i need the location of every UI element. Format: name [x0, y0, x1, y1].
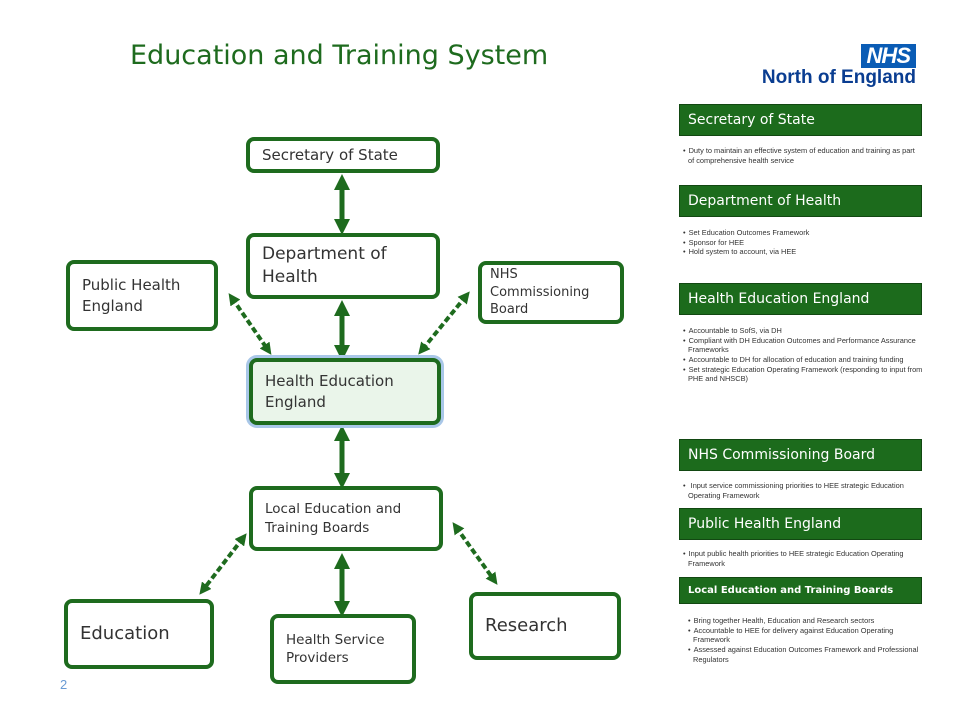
list-item: Set Education Outcomes Framework	[683, 228, 923, 238]
list-item: Accountable to SofS, via DH	[683, 326, 923, 336]
nhs-region: North of England	[761, 67, 916, 88]
page-number: 2	[60, 677, 68, 692]
node-public-health-england: Public Health England	[66, 260, 218, 331]
node-local-education-training-boards: Local Education and Training Boards	[249, 486, 443, 551]
list-item: Input service commissioning priorities t…	[683, 481, 923, 500]
node-label: Department of Health	[262, 244, 387, 287]
node-research: Research	[469, 592, 621, 660]
list-item: Bring together Health, Education and Res…	[688, 616, 926, 626]
arrow-nhscb-hee	[418, 291, 470, 355]
node-label: Public Health England	[82, 276, 181, 315]
arrow-letb-education	[199, 533, 247, 595]
list-item: Hold system to account, via HEE	[683, 247, 923, 257]
panel-header-public-health-england: Public Health England	[679, 508, 922, 540]
node-secretary-of-state: Secretary of State	[246, 137, 440, 173]
panel-list-health-education-england: Accountable to SofS, via DH Compliant wi…	[683, 326, 923, 384]
nhs-logo: NHS North of England	[762, 44, 916, 88]
list-item: Input public health priorities to HEE st…	[683, 549, 923, 568]
panel-list-local-education-training-boards: Bring together Health, Education and Res…	[688, 616, 926, 664]
panel-header-department-of-health: Department of Health	[679, 185, 922, 217]
node-label: NHS Commissioning Board	[490, 267, 590, 318]
list-item: Set strategic Education Operating Framew…	[683, 365, 923, 384]
node-health-education-england: Health Education England	[249, 358, 441, 425]
node-health-service-providers: Health Service Providers	[270, 614, 416, 684]
node-label: Secretary of State	[262, 145, 398, 164]
list-item: Assessed against Education Outcomes Fram…	[688, 645, 926, 664]
panel-list-secretary-of-state: Duty to maintain an effective system of …	[683, 146, 923, 165]
panel-header-local-education-training-boards: Local Education and Training Boards	[679, 577, 922, 604]
node-nhs-commissioning-board: NHS Commissioning Board	[478, 261, 624, 324]
node-label: Health Service Providers	[286, 631, 385, 666]
panel-list-public-health-england: Input public health priorities to HEE st…	[683, 549, 923, 568]
list-item: Duty to maintain an effective system of …	[683, 146, 923, 165]
node-education: Education	[64, 599, 214, 669]
node-label: Health Education England	[265, 372, 394, 411]
list-item: Compliant with DH Education Outcomes and…	[683, 336, 923, 355]
arrow-letb-research	[452, 522, 498, 585]
panel-header-nhs-commissioning-board: NHS Commissioning Board	[679, 439, 922, 471]
node-label: Local Education and Training Boards	[265, 501, 402, 536]
arrow-phe-hee	[228, 293, 272, 355]
dashed-arrows	[199, 291, 498, 595]
panel-header-health-education-england: Health Education England	[679, 283, 922, 315]
node-department-of-health: Department of Health	[246, 233, 440, 299]
list-item: Sponsor for HEE	[683, 238, 923, 248]
list-item: Accountable to HEE for delivery against …	[688, 626, 926, 645]
panel-list-department-of-health: Set Education Outcomes Framework Sponsor…	[683, 228, 923, 257]
panel-list-nhs-commissioning-board: Input service commissioning priorities t…	[683, 481, 923, 500]
page-title: Education and Training System	[130, 40, 549, 71]
panel-header-secretary-of-state: Secretary of State	[679, 104, 922, 136]
nhs-badge: NHS	[860, 44, 916, 68]
node-label: Education	[80, 622, 170, 644]
node-label: Research	[485, 614, 568, 636]
list-item: Accountable to DH for allocation of educ…	[683, 355, 923, 365]
